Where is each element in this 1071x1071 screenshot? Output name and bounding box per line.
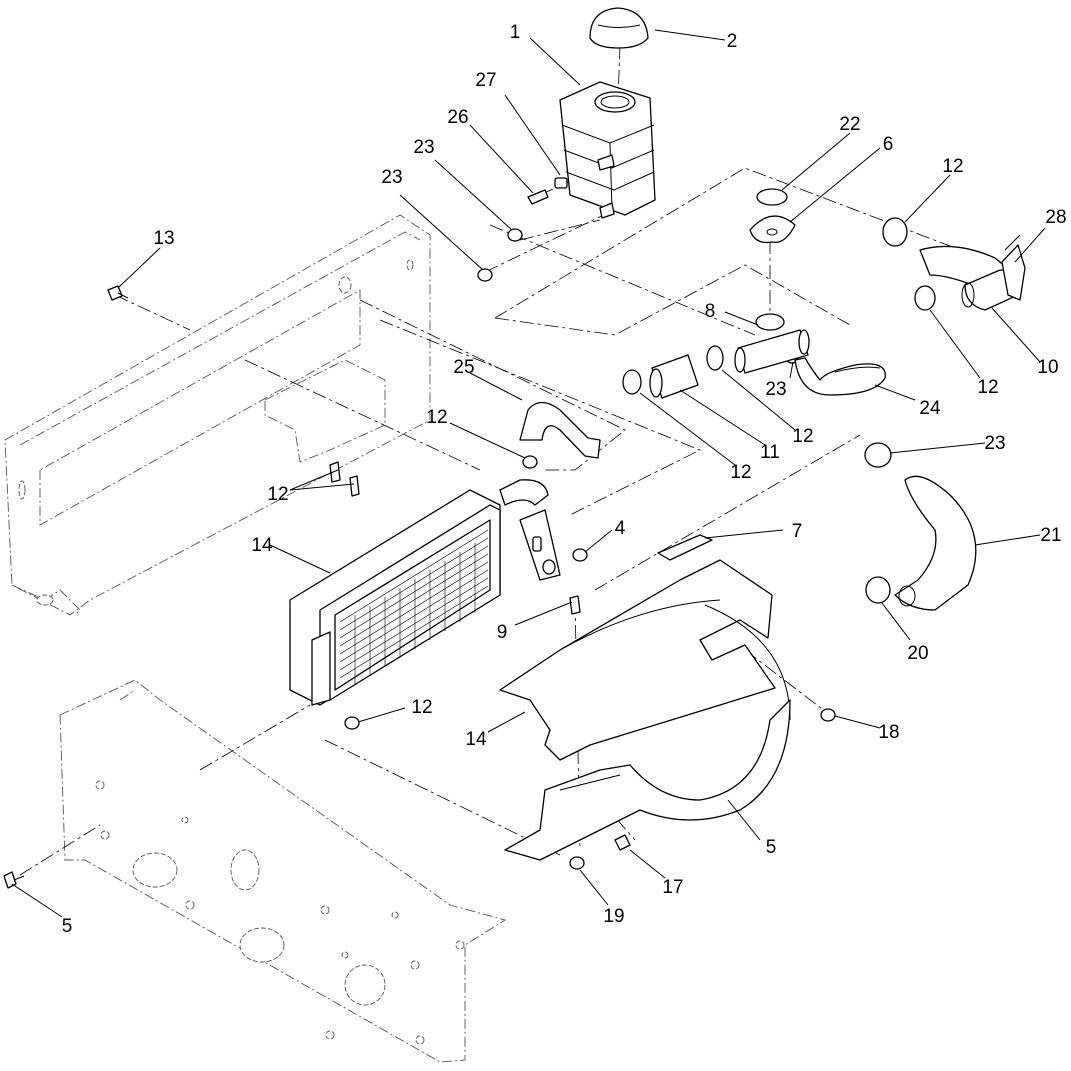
callout-12c: 12 [792,426,813,447]
callout-13b: 5 [62,916,73,937]
fan-shroud-upper [499,559,791,761]
radiator [289,479,561,706]
callout-14b: 12 [411,697,432,718]
nuts [344,548,836,870]
callout-19: 17 [662,877,683,898]
hose-clamps [622,217,936,604]
callout-24: 24 [919,398,941,419]
overflow-hose [794,357,886,396]
callout-26: 26 [447,107,468,128]
small-hose [519,401,601,459]
callout-25: 25 [453,357,474,378]
bolts [3,285,581,889]
coupling-hose [649,354,699,399]
routing-lines [19,44,1001,876]
callout-12f: 20 [907,643,928,664]
callout-4: 12 [267,484,288,505]
callout-27: 27 [475,70,496,91]
callout-12d: 12 [730,462,751,483]
fan-shroud-lower [504,699,791,861]
callout-22: 22 [839,114,860,135]
callout-12a: 12 [942,156,963,177]
callout-1: 1 [510,22,521,43]
callout-14a: 4 [615,518,626,539]
reservoir-cap [589,7,649,49]
callout-9: 21 [1040,525,1061,546]
callout-28: 28 [1045,207,1066,228]
callout-5b: 19 [603,906,624,927]
callout-21: 7 [792,521,803,542]
callout-11: 11 [760,442,780,463]
coolant-reservoir [559,81,656,219]
callout-23d: 12 [426,407,447,428]
upper-radiator-hose [919,234,1026,311]
callout-13a: 13 [153,228,174,249]
callout-labels: 1 2 27 26 23 23 22 6 12 28 13 8 10 12 25… [62,22,1067,937]
pressure-cap [749,188,796,244]
upper-frame-phantom [4,214,431,616]
callout-23c: 23 [765,379,786,400]
callout-5a: 18 [878,722,899,743]
callout-17: 5 [766,837,777,858]
callout-18: 14 [465,729,487,750]
leader-lines [11,29,1046,918]
callout-6: 6 [883,134,894,155]
callout-12e: 23 [984,433,1005,454]
callout-12b: 12 [977,377,998,398]
filler-neck-fitting [734,313,810,374]
lower-radiator-hose [894,475,977,611]
decal [657,534,713,561]
callout-20: 9 [497,622,508,643]
lower-frame-phantom [59,679,507,1063]
callout-10: 10 [1037,357,1058,378]
callout-7: 14 [251,535,273,556]
callout-2: 2 [727,31,738,52]
callout-23a: 23 [413,137,434,158]
callout-23b: 23 [381,167,402,188]
callout-8: 8 [705,301,716,322]
